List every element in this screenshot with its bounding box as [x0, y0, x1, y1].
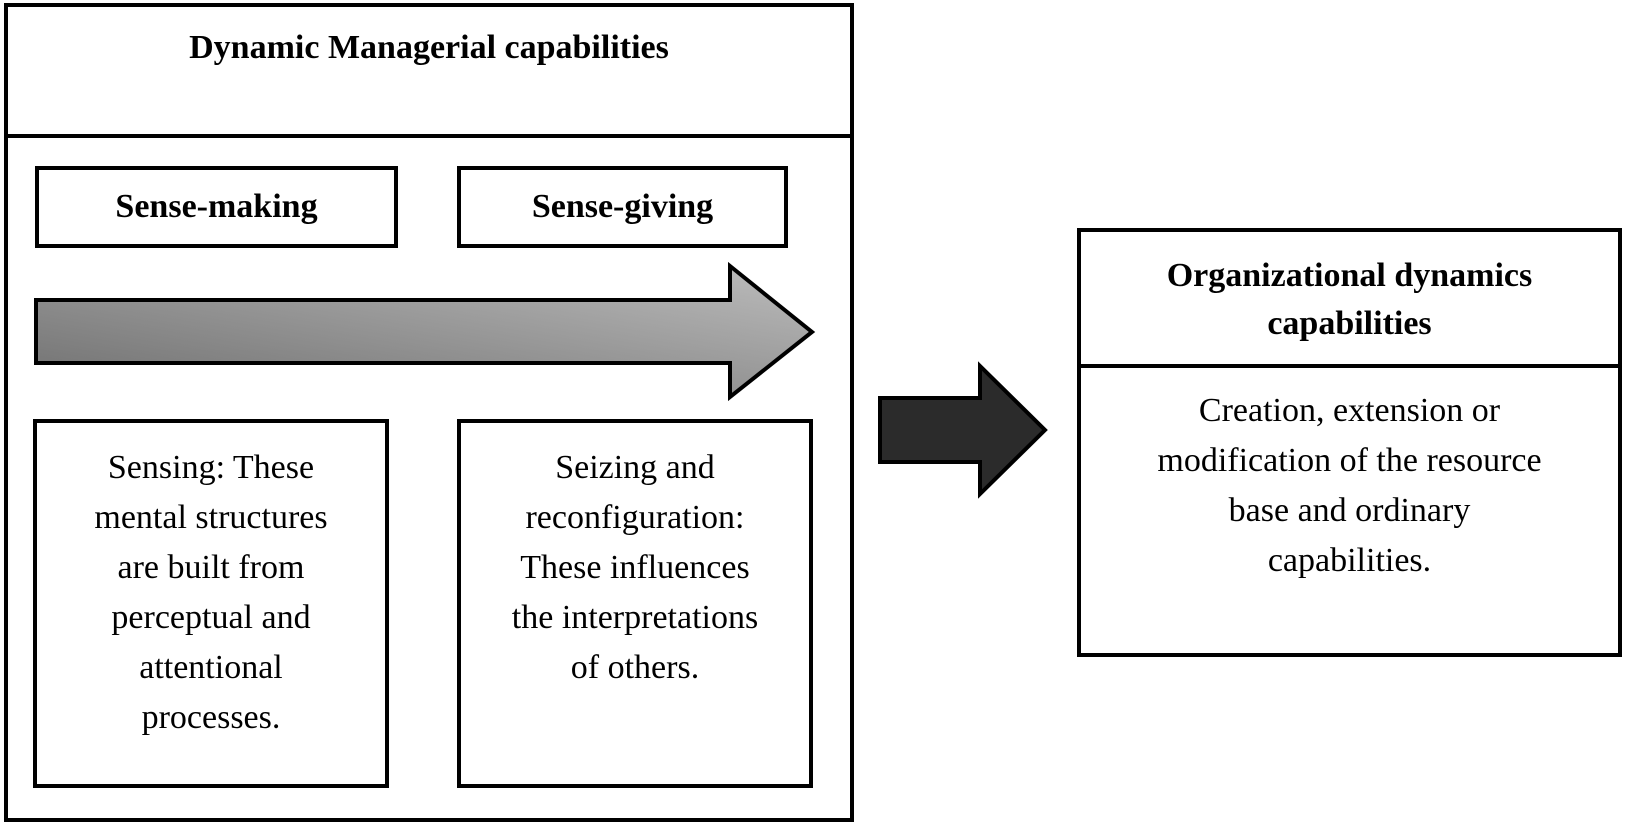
right-panel-body: Creation, extension or modification of t… — [1157, 392, 1542, 579]
process-flow-arrow — [34, 261, 816, 402]
sensing-box: Sensing: These mental structures are bui… — [33, 419, 389, 788]
seizing-text: Seizing and reconfiguration: These influ… — [511, 449, 759, 686]
sense-giving-label: Sense-giving — [531, 188, 714, 225]
right-panel-title: Organizational dynamics capabilities — [1081, 232, 1618, 368]
seizing-reconfiguration-box: Seizing and reconfiguration: These influ… — [457, 419, 813, 788]
sense-making-box: Sense-making — [35, 166, 398, 248]
connector-arrow — [878, 361, 1048, 499]
left-panel-title: Dynamic Managerial capabilities — [8, 7, 850, 138]
organizational-dynamics-capabilities-panel: Organizational dynamics capabilities Cre… — [1077, 228, 1622, 657]
sense-giving-box: Sense-giving — [457, 166, 788, 248]
sense-making-label: Sense-making — [115, 188, 318, 225]
sensing-text: Sensing: These mental structures are bui… — [94, 449, 328, 736]
